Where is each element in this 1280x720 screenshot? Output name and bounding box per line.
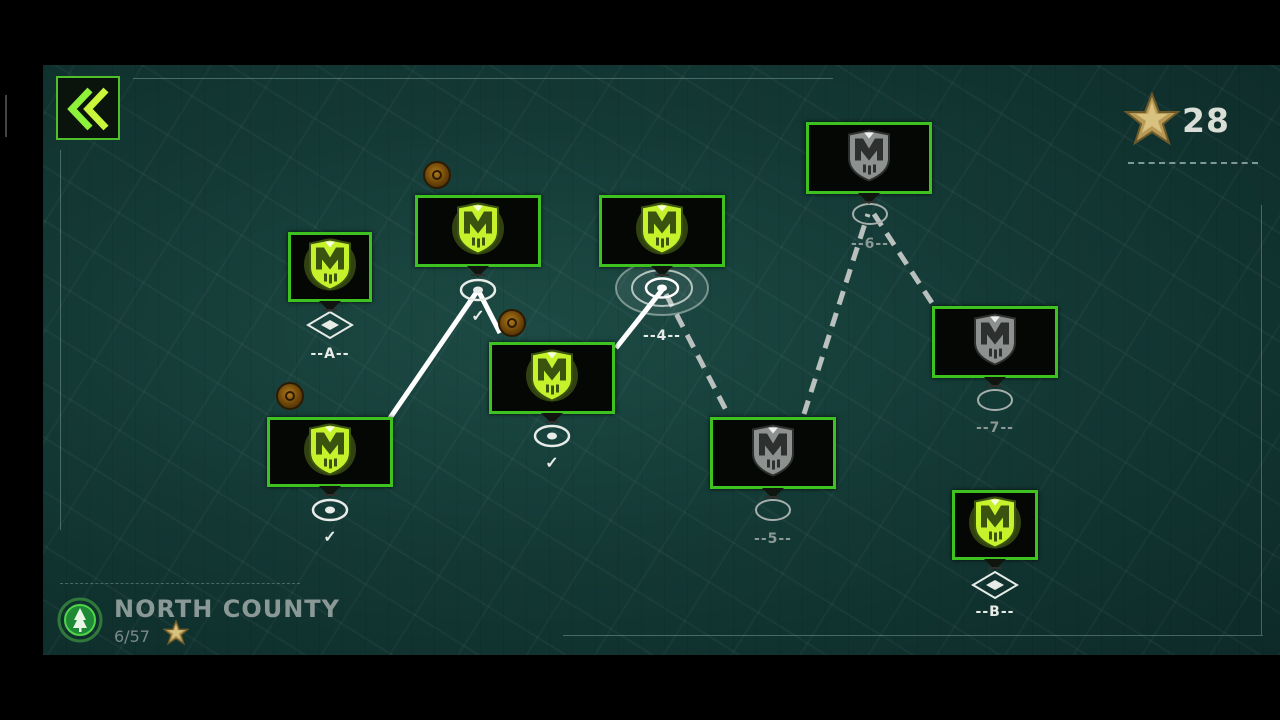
completed-check-icon: ✓ — [471, 308, 485, 325]
region-panel: NORTH COUNTY 6/57 — [56, 588, 356, 648]
frame-line-left — [60, 150, 61, 530]
gold-star-icon — [1124, 92, 1180, 146]
frame-line-bottom-left — [60, 583, 300, 584]
waypoint-m4-marker — [615, 260, 709, 316]
mission-node-3[interactable] — [489, 342, 615, 424]
waypoint-B-marker — [971, 570, 1019, 600]
coin-icon — [423, 161, 451, 189]
mutant-emblem-gray-icon — [843, 129, 895, 188]
waypoint-label-4: --4-- — [643, 328, 681, 344]
mutant-emblem-green-icon — [526, 349, 578, 408]
frame-line-top — [133, 78, 833, 79]
waypoint-m6-marker — [852, 203, 888, 225]
waypoint-label-7: --7-- — [976, 420, 1014, 436]
frame-line-right — [1261, 205, 1262, 635]
path-done-2 — [475, 288, 503, 335]
tree-icon — [57, 597, 103, 643]
completed-check-icon: ✓ — [545, 455, 559, 472]
mutant-emblem-green-icon — [304, 423, 356, 482]
back-button[interactable] — [56, 76, 120, 140]
waypoint-label-6: --6-- — [851, 236, 889, 252]
waypoint-label-B: --B-- — [975, 604, 1015, 620]
path-locked-2 — [801, 213, 871, 415]
mutant-emblem-gray-icon — [969, 313, 1021, 372]
coin-icon — [276, 382, 304, 410]
bonus-mission-A[interactable] — [288, 232, 372, 312]
bonus-mission-B[interactable] — [952, 490, 1038, 570]
waypoint-m5-marker — [755, 499, 791, 521]
completed-check-icon: ✓ — [323, 529, 337, 546]
mutant-emblem-gray-icon — [747, 424, 799, 483]
mission-node-4[interactable] — [599, 195, 725, 277]
coin-icon — [498, 309, 526, 337]
waypoint-m1-marker — [311, 498, 349, 522]
waypoint-m3-marker — [533, 424, 571, 448]
mission-node-1[interactable] — [267, 417, 393, 497]
frame-line-top-right — [1128, 162, 1258, 164]
waypoint-A-marker — [306, 310, 354, 340]
star-count: 28 — [1182, 101, 1230, 140]
waypoint-m7-marker — [977, 389, 1013, 411]
mutant-emblem-green-icon — [452, 202, 504, 261]
mutant-emblem-green-icon — [969, 496, 1021, 555]
mission-node-5[interactable] — [710, 417, 836, 499]
waypoint-label-A: --A-- — [310, 346, 350, 362]
mutant-emblem-green-icon — [304, 238, 356, 297]
mission-node-6[interactable] — [806, 122, 932, 204]
region-name: NORTH COUNTY — [114, 595, 341, 623]
frame-line-bottom — [563, 635, 1263, 636]
double-chevron-left-icon — [67, 87, 109, 131]
mutant-emblem-green-icon — [636, 202, 688, 261]
path-done-3 — [614, 288, 664, 350]
gold-star-icon — [163, 620, 189, 646]
waypoint-m2-marker — [459, 278, 497, 302]
path-done-1 — [387, 288, 481, 420]
path-locked-3 — [871, 212, 937, 308]
mission-node-7[interactable] — [932, 306, 1058, 388]
waypoint-label-5: --5-- — [754, 531, 792, 547]
mission-node-2[interactable] — [415, 195, 541, 277]
region-progress: 6/57 — [114, 627, 150, 646]
left-edge-marker — [5, 95, 7, 137]
campaign-map — [43, 65, 1280, 655]
